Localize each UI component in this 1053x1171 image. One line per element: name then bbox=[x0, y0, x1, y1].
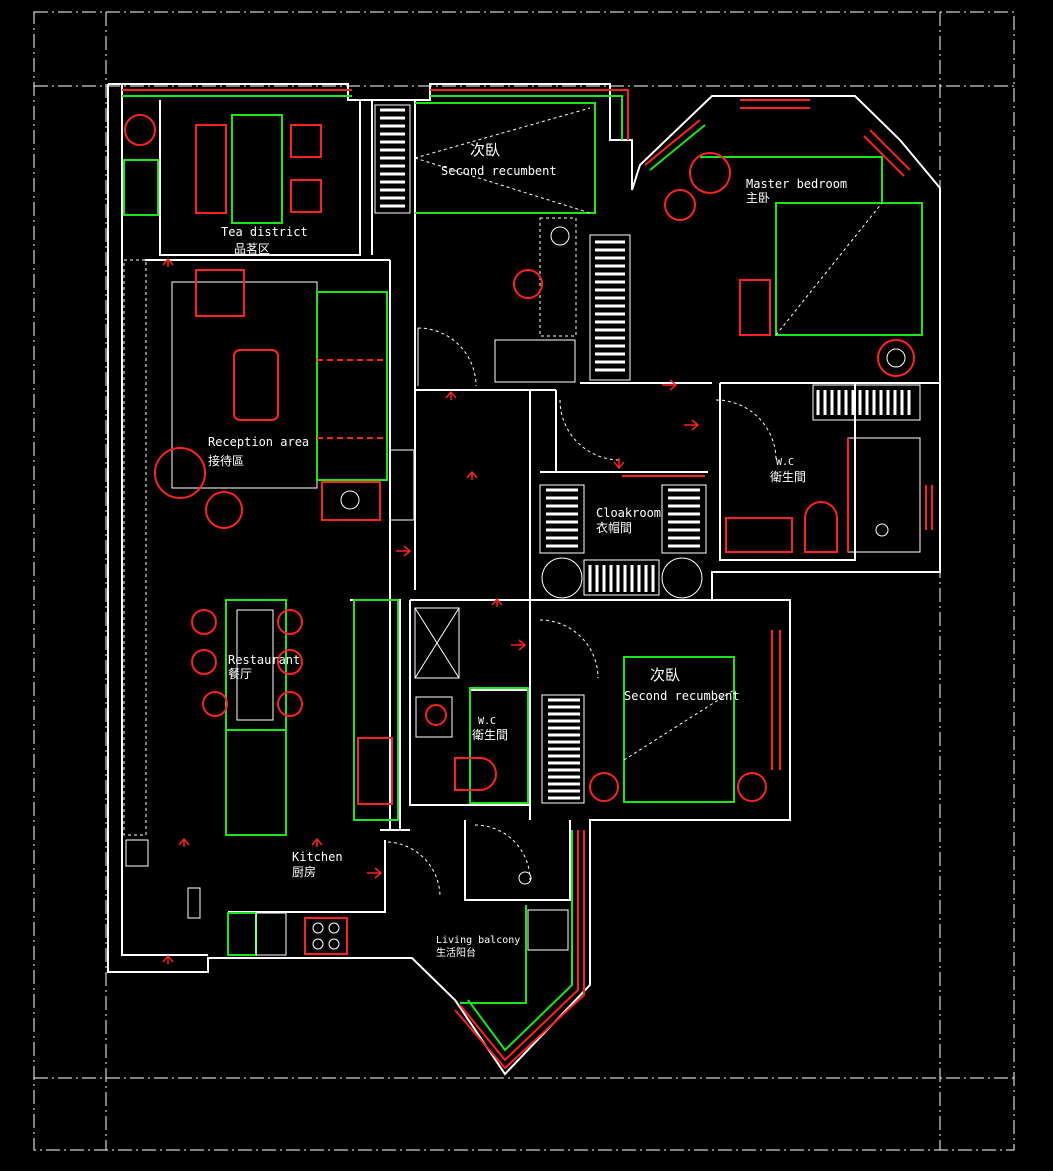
label-reception-en: Reception area bbox=[208, 435, 309, 449]
room-labels: Tea district 品茗区 次臥 Second recumbent Mas… bbox=[208, 141, 847, 959]
label-wc-right-cn: 衛生間 bbox=[770, 470, 806, 484]
label-wc-center-en: W.C bbox=[478, 716, 496, 727]
master-bedroom-furniture bbox=[664, 152, 923, 421]
entry-arrows bbox=[162, 257, 700, 964]
label-master-bedroom-cn: 主卧 bbox=[746, 191, 770, 205]
restaurant-furniture bbox=[123, 259, 399, 919]
wardrobe-rails bbox=[380, 108, 911, 800]
label-living-balcony-cn: 生活阳台 bbox=[436, 946, 476, 959]
tea-district-furniture bbox=[123, 104, 411, 224]
label-cloakroom-en: Cloakroom bbox=[596, 506, 661, 520]
windows bbox=[122, 89, 933, 1070]
label-wc-right-en: W.C bbox=[776, 457, 794, 468]
label-restaurant-cn: 餐厅 bbox=[228, 666, 252, 681]
label-kitchen-cn: 厨房 bbox=[292, 864, 316, 879]
center-wc-furniture bbox=[414, 607, 532, 885]
reception-furniture bbox=[154, 269, 415, 529]
label-second-bedroom-top-cn: 次臥 bbox=[470, 141, 500, 159]
label-wc-center-cn: 衛生間 bbox=[472, 728, 508, 742]
label-living-balcony-en: Living balcony bbox=[436, 935, 520, 946]
second-bedroom-bottom-furniture bbox=[539, 619, 767, 804]
label-second-bedroom-bottom-cn: 次臥 bbox=[650, 666, 680, 684]
second-bedroom-top-furniture bbox=[414, 102, 631, 387]
label-reception-cn: 接待區 bbox=[208, 453, 244, 468]
kitchen-furniture bbox=[227, 841, 569, 1004]
label-kitchen-en: Kitchen bbox=[292, 850, 343, 864]
label-master-bedroom-en: Master bedroom bbox=[746, 177, 847, 191]
label-restaurant-en: Restaurant bbox=[228, 653, 300, 667]
label-tea-district-en: Tea district bbox=[221, 225, 308, 239]
cloakroom-wc-furniture bbox=[539, 399, 921, 599]
label-second-bedroom-top-en: Second recumbent bbox=[441, 164, 557, 178]
label-second-bedroom-bottom-en: Second recumbent bbox=[624, 689, 740, 703]
label-tea-district-cn: 品茗区 bbox=[234, 242, 270, 256]
label-cloakroom-cn: 衣帽間 bbox=[596, 520, 632, 535]
drawing-frame bbox=[33, 11, 1015, 1151]
